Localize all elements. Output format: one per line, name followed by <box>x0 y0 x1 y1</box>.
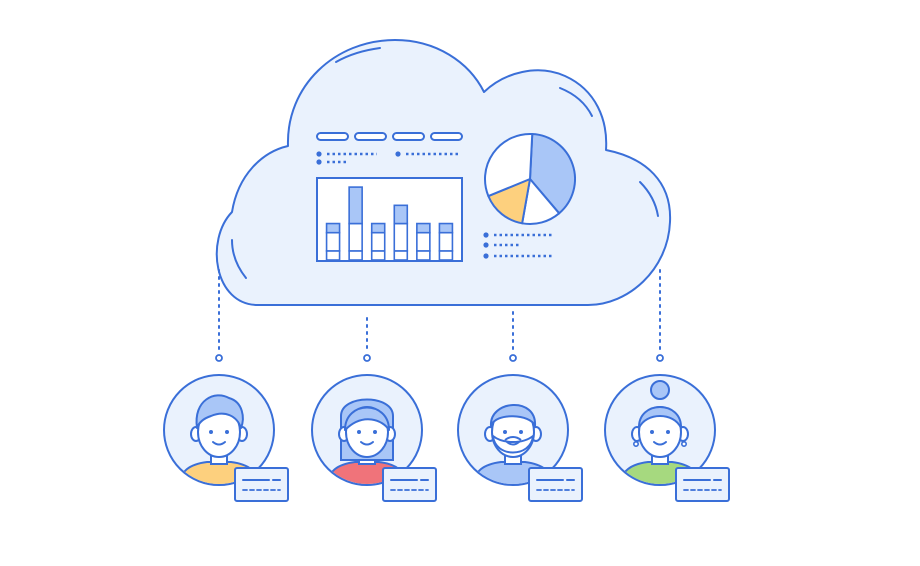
cloud-highlight <box>335 47 381 63</box>
id-card-icon <box>675 467 730 502</box>
avatar-smile <box>653 441 667 446</box>
bar-segment <box>438 231 454 252</box>
connector-node <box>215 354 223 362</box>
bar-segment <box>393 250 409 261</box>
avatar-eye <box>650 430 654 434</box>
avatar-eye <box>666 430 670 434</box>
pie-legend-row-dot <box>483 232 489 238</box>
id-card-frame <box>675 467 730 502</box>
bar-segment <box>325 250 341 261</box>
avatar-eye <box>503 430 507 434</box>
bar-chart-frame <box>316 177 463 262</box>
avatar-hair <box>489 404 537 427</box>
avatar-smile <box>212 441 226 446</box>
cloud-icon <box>215 39 672 306</box>
pie-chart <box>484 133 576 225</box>
bar-segment <box>438 250 454 261</box>
user-avatar-icon <box>457 374 569 486</box>
bar-segment <box>416 222 431 234</box>
connector-node <box>509 354 517 362</box>
bar-segment <box>348 222 363 252</box>
avatar-earring <box>680 440 687 447</box>
connectors <box>215 269 664 362</box>
bar-segment <box>393 204 409 225</box>
user-avatar-icon <box>604 374 716 486</box>
id-card-icon <box>382 467 437 502</box>
bar-segment <box>348 186 363 225</box>
user-avatar-icon <box>311 374 423 486</box>
dashboard-tabs <box>316 132 463 141</box>
avatar-eye <box>357 430 361 434</box>
tab-pill <box>392 132 425 141</box>
pie-legend-row-dot <box>483 253 489 259</box>
bar-segment <box>370 231 386 252</box>
id-card-icon <box>528 467 583 502</box>
id-card-icon <box>234 467 289 502</box>
pie-slice <box>529 133 576 215</box>
bar-chart <box>316 177 463 262</box>
legend-row-dot <box>395 151 401 157</box>
connector-node <box>656 354 664 362</box>
avatar-eye <box>209 430 213 434</box>
bar-segment <box>438 222 454 234</box>
bar-segment <box>416 250 431 261</box>
bar-segment <box>370 222 386 234</box>
bar-segment <box>370 250 386 261</box>
legend-row-dot <box>316 151 322 157</box>
bar-segment <box>325 222 341 234</box>
avatar-hair-bun <box>650 380 670 400</box>
cloud-shape <box>215 39 672 306</box>
id-card-frame <box>528 467 583 502</box>
avatar-hair <box>344 406 390 431</box>
connector-node <box>363 354 371 362</box>
user-list <box>163 374 730 502</box>
dashboard-legend <box>316 151 458 165</box>
avatar-earring <box>632 440 639 447</box>
avatar-smile <box>360 441 374 446</box>
avatar-hair <box>637 406 683 429</box>
bar-segment <box>393 222 409 252</box>
legend-row-dot <box>316 159 322 165</box>
tab-pill <box>316 132 349 141</box>
bar-segment <box>325 231 341 252</box>
avatar-hair <box>195 394 244 429</box>
id-card-frame <box>382 467 437 502</box>
cloud-highlight <box>231 239 247 279</box>
pie-slice <box>484 133 534 198</box>
cloud-highlight <box>639 181 659 217</box>
cloud-highlight <box>559 87 593 117</box>
pie-legend-row-dot <box>483 242 489 248</box>
avatar-eye <box>373 430 377 434</box>
bar-segment <box>348 250 363 261</box>
bar-segment <box>416 231 431 252</box>
avatar-eye <box>519 430 523 434</box>
tab-pill <box>430 132 463 141</box>
avatar-eye <box>225 430 229 434</box>
avatar-mustache <box>504 436 522 441</box>
id-card-frame <box>234 467 289 502</box>
tab-pill <box>354 132 387 141</box>
pie-chart-legend <box>483 232 552 259</box>
avatar-smile <box>506 441 520 446</box>
